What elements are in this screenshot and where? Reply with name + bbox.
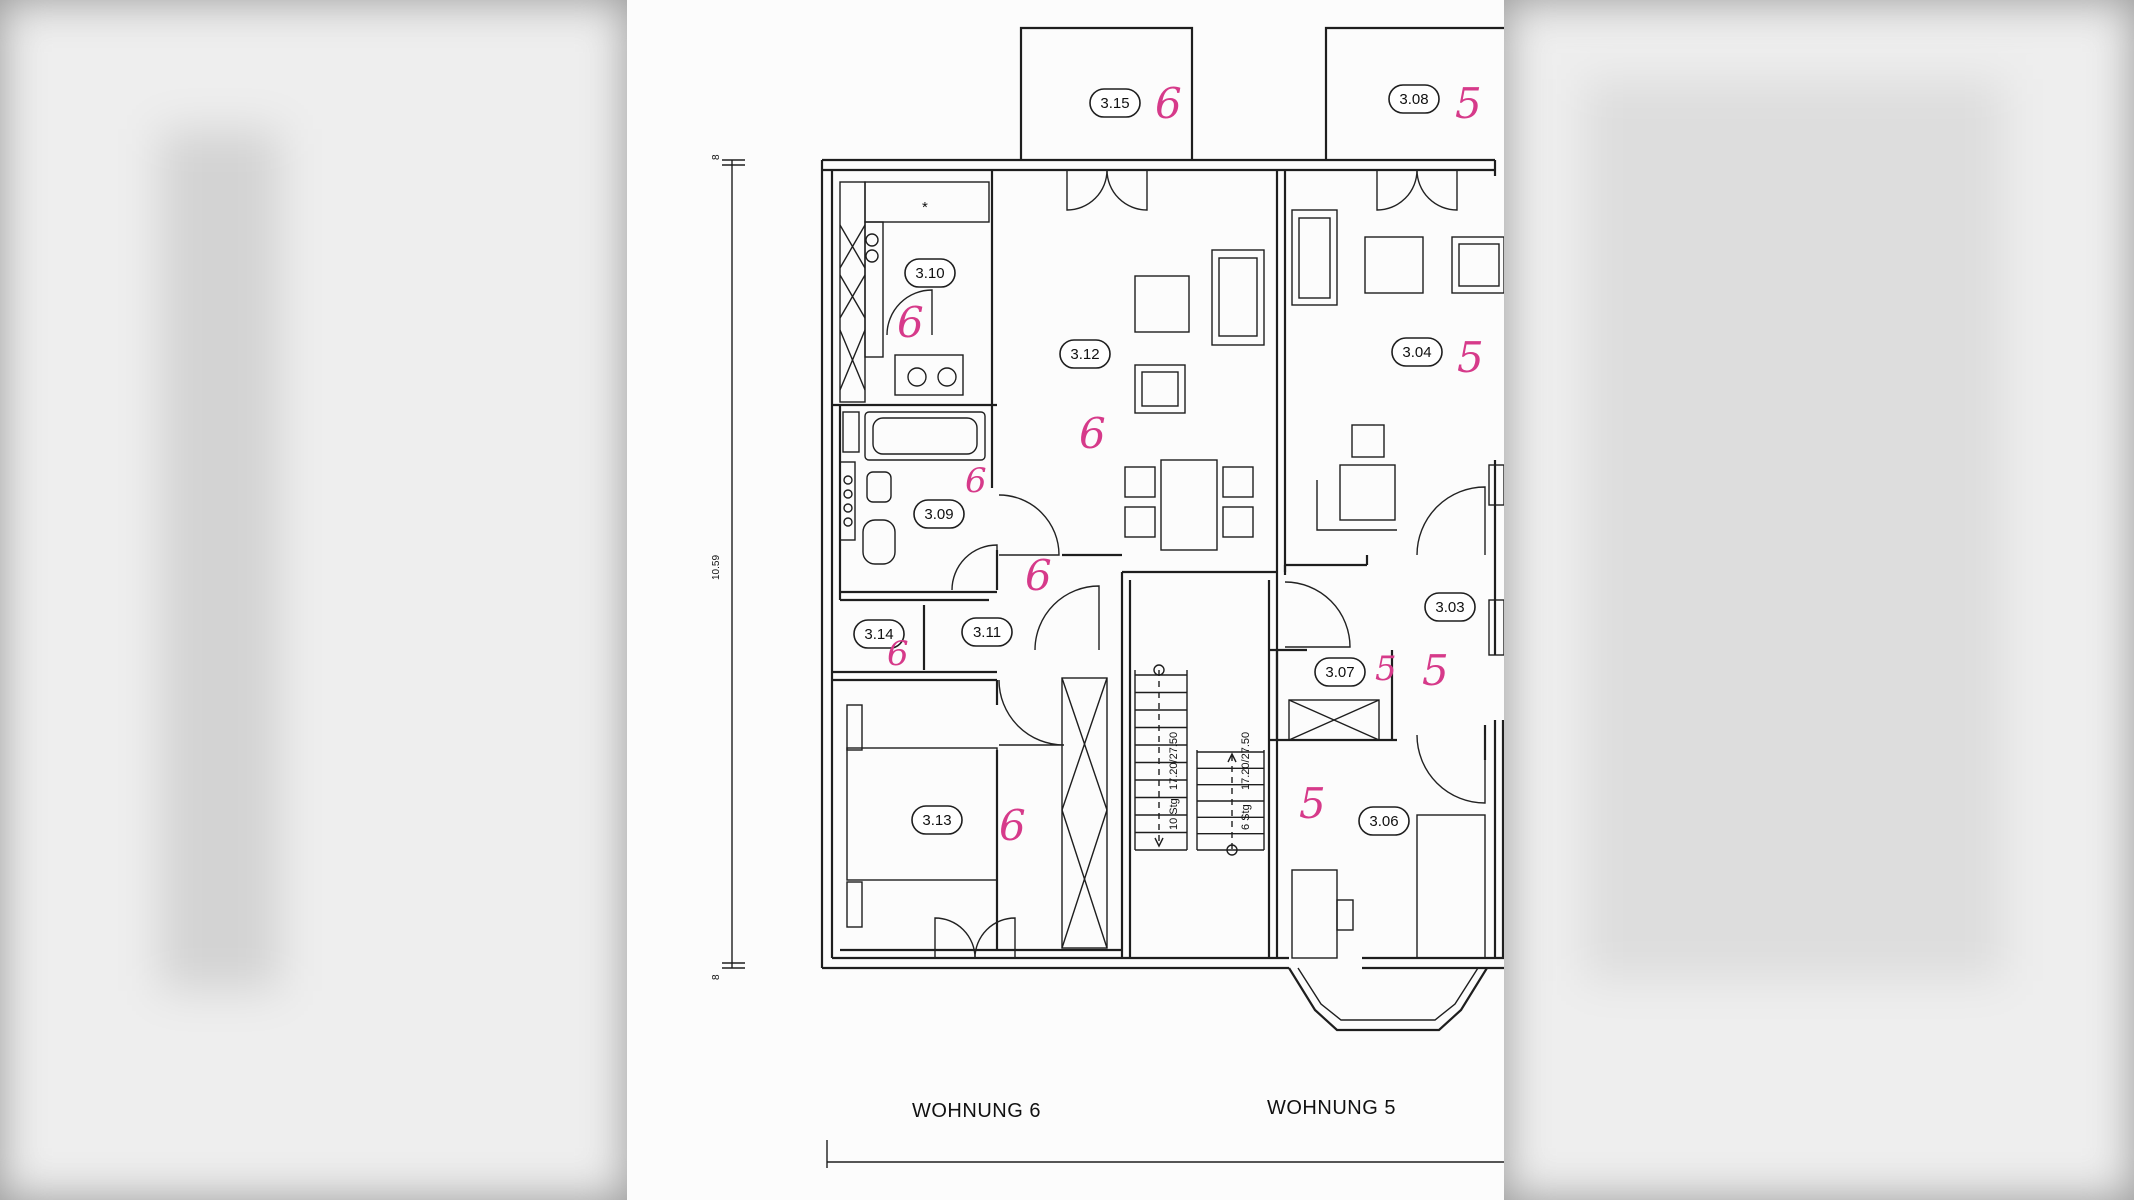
balcony-left — [1019, 26, 1194, 160]
handwritten-unit-mark: 5 — [1455, 79, 1482, 128]
staircase: 10 Stg 17.20/27.50 6 Stg 17.20/27.50 — [1134, 664, 1265, 856]
room-number: 3.12 — [1070, 346, 1099, 363]
stair-right-ratio: 17.20/27.50 — [1240, 732, 1252, 790]
room-label: 3.03 5 — [1422, 592, 1476, 695]
room-label: 3.11 6 — [961, 551, 1052, 647]
room-label-pill — [1424, 592, 1476, 622]
room-label: 3.13 6 — [911, 801, 1026, 850]
handwritten-unit-mark: 6 — [1025, 551, 1052, 600]
handwritten-unit-mark: 6 — [965, 461, 987, 501]
room-label: 3.06 5 — [1299, 779, 1410, 836]
room-label-pill — [904, 258, 956, 288]
room-label: 3.09 6 — [913, 461, 987, 529]
room-number: 3.03 — [1435, 599, 1464, 616]
room-label-pill — [1391, 337, 1443, 367]
room-label: 3.07 5 — [1314, 649, 1397, 689]
room-number: 3.07 — [1325, 664, 1354, 681]
unit-label-left: WOHNUNG 6 — [912, 1100, 1041, 1122]
stair-left-steps: 10 Stg — [1168, 798, 1180, 830]
floor-plan: * — [711, 26, 1504, 1168]
room-label-pill — [1059, 339, 1111, 369]
handwritten-unit-mark: 6 — [1079, 409, 1106, 458]
room-number: 3.06 — [1369, 813, 1398, 830]
room-label-pill — [1358, 806, 1410, 836]
handwritten-unit-mark: 6 — [897, 298, 924, 347]
room-label-pill — [1089, 88, 1141, 118]
bottom-dimension-line — [826, 1140, 1504, 1168]
room-number: 3.15 — [1100, 95, 1129, 112]
dimension-total: 10.59 — [711, 555, 722, 580]
exterior-walls — [820, 158, 1504, 970]
bedroom-furniture-left — [846, 677, 1108, 949]
handwritten-unit-mark: 6 — [999, 801, 1026, 850]
room-label: 3.08 5 — [1388, 79, 1482, 128]
room-number: 3.14 — [864, 626, 893, 643]
balcony-right — [1324, 26, 1504, 160]
living-furniture-right — [1288, 209, 1504, 959]
blurred-background-right — [1504, 0, 2134, 1200]
room-label: 3.04 5 — [1391, 333, 1484, 382]
stair-steps-right — [1197, 751, 1264, 851]
interior-walls — [832, 170, 1497, 958]
svg-text:*: * — [922, 199, 928, 216]
living-furniture-left — [1124, 249, 1265, 551]
room-label-pill — [1388, 84, 1440, 114]
room-label-pill — [911, 805, 963, 835]
room-number: 3.11 — [973, 624, 1001, 641]
blurred-background-left — [0, 0, 627, 1200]
dimension-line: 10.59 8 8 — [711, 154, 745, 980]
floor-plan-sheet: * — [627, 0, 1504, 1200]
room-label: 3.12 6 — [1059, 339, 1111, 458]
room-number: 3.04 — [1402, 344, 1431, 361]
handwritten-unit-mark: 5 — [1422, 646, 1449, 695]
room-label: 3.15 6 — [1089, 79, 1182, 128]
room-label: 3.10 6 — [897, 258, 956, 347]
room-number: 3.09 — [924, 506, 953, 523]
room-label-pill — [853, 619, 905, 649]
handwritten-unit-mark: 5 — [1299, 779, 1326, 828]
room-label-pill — [1314, 657, 1366, 687]
room-label: 3.146 — [853, 619, 909, 674]
dimension-top: 8 — [711, 154, 722, 160]
room-number: 3.10 — [915, 265, 944, 282]
stair-steps-left — [1135, 674, 1187, 851]
doors — [886, 169, 1486, 959]
room-number: 3.13 — [922, 812, 951, 829]
handwritten-unit-mark: 6 — [887, 634, 909, 674]
dimension-bottom: 8 — [711, 974, 722, 980]
handwritten-unit-mark: 5 — [1375, 649, 1397, 689]
bay-window — [1288, 967, 1488, 1032]
room-number: 3.08 — [1399, 91, 1428, 108]
bathroom-fittings — [839, 411, 986, 565]
handwritten-unit-mark: 6 — [1155, 79, 1182, 128]
unit-label-right: WOHNUNG 5 — [1267, 1097, 1396, 1119]
stair-right-steps: 6 Stg — [1240, 804, 1252, 830]
stair-left-ratio: 17.20/27.50 — [1168, 732, 1180, 790]
handwritten-unit-mark: 5 — [1457, 333, 1484, 382]
kitchen-fittings: * — [839, 181, 990, 403]
room-label-pill — [961, 617, 1013, 647]
room-label-pill — [913, 499, 965, 529]
